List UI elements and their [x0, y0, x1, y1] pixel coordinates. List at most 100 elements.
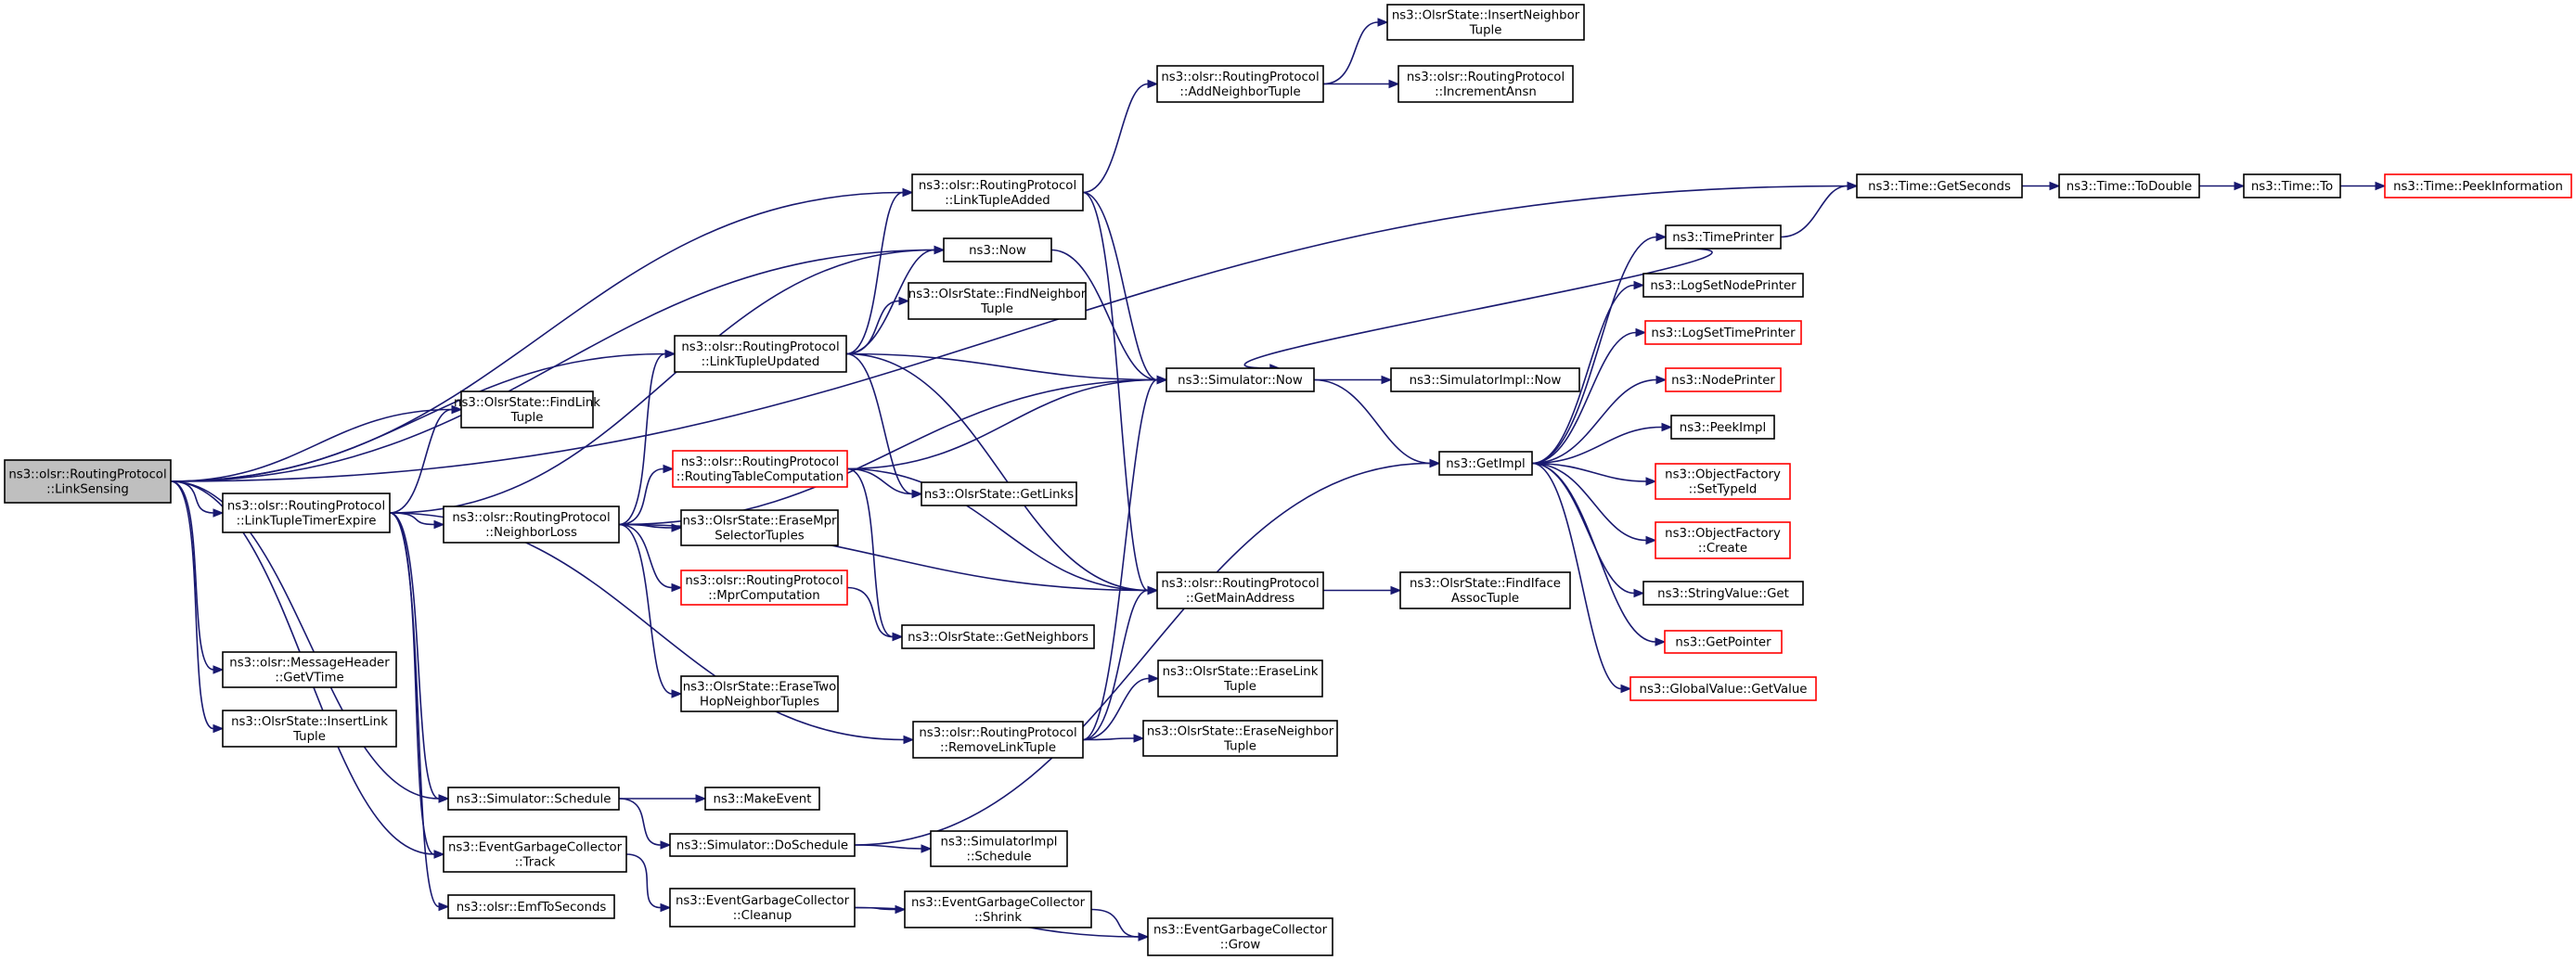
edge-mprComputation-to-getNeighbors — [846, 586, 904, 642]
edge-line — [618, 467, 664, 526]
node-globalValueGetValue[interactable]: ns3::GlobalValue::GetValue — [1629, 676, 1817, 701]
node-routingTableComputation[interactable]: ns3::olsr::RoutingProtocol::RoutingTable… — [672, 450, 848, 488]
node-label-line: ns3::OlsrState::EraseLink — [1163, 665, 1319, 679]
edge-line — [389, 408, 453, 514]
node-box — [1655, 521, 1791, 559]
node-getNeighbors[interactable]: ns3::OlsrState::GetNeighbors — [901, 624, 1095, 649]
node-label-line: ns3::Time::To — [2251, 180, 2333, 194]
node-label-line: ::IncrementAnsn — [1435, 85, 1537, 99]
edge-arrowhead — [1633, 280, 1645, 290]
edge-neighborLoss-to-mprComputation — [618, 523, 683, 593]
node-label-line: ns3::olsr::RoutingProtocol — [1161, 577, 1319, 591]
node-box — [460, 390, 594, 429]
node-getPointer[interactable]: ns3::GetPointer — [1664, 630, 1783, 654]
node-egcGrow[interactable]: ns3::EventGarbageCollector::Grow — [1147, 917, 1333, 956]
node-peekInformation[interactable]: ns3::Time::PeekInformation — [2384, 173, 2572, 198]
node-getVTime[interactable]: ns3::olsr::MessageHeader::GetVTime — [222, 651, 397, 688]
node-removeLinkTuple[interactable]: ns3::olsr::RoutingProtocol::RemoveLinkTu… — [912, 721, 1084, 759]
node-timeTo[interactable]: ns3::Time::To — [2243, 173, 2341, 198]
edge-line — [1313, 378, 1431, 465]
node-label-line: ns3::GetPointer — [1675, 636, 1771, 650]
edge-arrowhead — [1156, 375, 1168, 385]
node-root[interactable]: ns3::olsr::RoutingProtocol::LinkSensing — [4, 459, 172, 504]
node-simImplSchedule[interactable]: ns3::SimulatorImpl::Schedule — [930, 830, 1068, 867]
node-box — [1642, 273, 1804, 298]
node-timeToDouble[interactable]: ns3::Time::ToDouble — [2058, 173, 2200, 198]
node-getMainAddress[interactable]: ns3::olsr::RoutingProtocol::GetMainAddre… — [1156, 571, 1324, 609]
node-egcShrink[interactable]: ns3::EventGarbageCollector::Shrink — [904, 890, 1092, 928]
node-logSetTimePrinter[interactable]: ns3::LogSetTimePrinter — [1644, 320, 1802, 345]
node-simSchedule[interactable]: ns3::Simulator::Schedule — [447, 787, 620, 811]
node-eraseTwoHop[interactable]: ns3::OlsrState::EraseTwoHopNeighborTuple… — [680, 675, 839, 712]
node-nodePrinter[interactable]: ns3::NodePrinter — [1665, 367, 1782, 392]
node-label-line: ns3::olsr::EmfToSeconds — [457, 901, 607, 915]
edge-arrowhead — [1138, 932, 1150, 941]
node-linkTupleUpdated[interactable]: ns3::olsr::RoutingProtocol::LinkTupleUpd… — [674, 335, 847, 373]
edge-arrowhead — [1645, 535, 1657, 545]
node-logSetNodePrinter[interactable]: ns3::LogSetNodePrinter — [1642, 273, 1804, 298]
edge-arrowhead — [663, 464, 675, 474]
node-simImplNow[interactable]: ns3::SimulatorImpl::Now — [1390, 367, 1580, 392]
edge-linkTupleAdded-to-getMainAddress — [1082, 191, 1159, 595]
node-label-line: ns3::ObjectFactory — [1665, 468, 1781, 482]
edge-neighborLoss-to-routingTableComputation — [618, 464, 675, 526]
edge-routingTableComputation-to-getLinks — [846, 467, 923, 499]
node-label-line: ns3::Now — [969, 244, 1026, 258]
edge-line — [170, 249, 935, 482]
node-timeGetSeconds[interactable]: ns3::Time::GetSeconds — [1856, 173, 2023, 198]
edge-line — [618, 523, 673, 695]
edge-linkTupleUpdated-to-getLinks — [845, 352, 923, 499]
node-getImpl[interactable]: ns3::GetImpl — [1438, 451, 1533, 476]
node-simNow[interactable]: ns3::Simulator::Now — [1166, 367, 1315, 392]
node-create[interactable]: ns3::ObjectFactory::Create — [1655, 521, 1791, 559]
edge-arrowhead — [921, 844, 933, 853]
node-peekImpl[interactable]: ns3::PeekImpl — [1670, 415, 1775, 440]
edge-arrowhead — [1148, 673, 1160, 684]
node-getLinks[interactable]: ns3::OlsrState::GetLinks — [921, 481, 1077, 506]
node-neighborLoss[interactable]: ns3::olsr::RoutingProtocol::NeighborLoss — [443, 506, 620, 544]
node-addNeighborTuple[interactable]: ns3::olsr::RoutingProtocol::AddNeighborT… — [1156, 65, 1324, 103]
node-linkTupleAdded[interactable]: ns3::olsr::RoutingProtocol::LinkTupleAdd… — [911, 173, 1084, 211]
node-label-line: ::Cleanup — [733, 909, 792, 923]
node-box — [704, 787, 820, 811]
node-box — [1664, 630, 1783, 654]
node-mprComputation[interactable]: ns3::olsr::RoutingProtocol::MprComputati… — [680, 570, 848, 606]
node-incrementAnsn[interactable]: ns3::olsr::RoutingProtocol::IncrementAns… — [1397, 65, 1574, 103]
edge-arrowhead — [1133, 734, 1145, 743]
edge-line — [389, 512, 440, 908]
node-setTypeId[interactable]: ns3::ObjectFactory::SetTypeId — [1655, 463, 1791, 500]
node-stringValueGet[interactable]: ns3::StringValue::Get — [1642, 581, 1804, 606]
node-emfToSeconds[interactable]: ns3::olsr::EmfToSeconds — [447, 894, 615, 919]
node-label-line: ns3::olsr::RoutingProtocol — [227, 500, 385, 514]
node-label-line: ns3::Time::ToDouble — [2067, 180, 2192, 194]
node-now[interactable]: ns3::Now — [943, 237, 1052, 262]
node-label-line: ::LinkTupleTimerExpire — [237, 515, 377, 529]
node-box — [1642, 581, 1804, 606]
node-makeEvent[interactable]: ns3::MakeEvent — [704, 787, 820, 811]
edge-simNow-to-simImplNow — [1313, 375, 1393, 385]
node-egcCleanup[interactable]: ns3::EventGarbageCollector::Cleanup — [669, 888, 856, 928]
node-linkTupleTimerExpire[interactable]: ns3::olsr::RoutingProtocol::LinkTupleTim… — [222, 493, 391, 533]
edge-arrowhead — [1620, 684, 1632, 694]
node-label-line: ns3::Simulator::Now — [1178, 374, 1303, 388]
node-label-line: ns3::OlsrState::FindNeighbor — [908, 288, 1087, 301]
edge-line — [1082, 378, 1158, 741]
node-doSchedule[interactable]: ns3::Simulator::DoSchedule — [669, 833, 856, 857]
edge-addNeighborTuple-to-insertNeighborTuple — [1322, 18, 1389, 85]
edge-egcShrink-to-egcGrow — [1090, 908, 1150, 941]
node-timePrinter[interactable]: ns3::TimePrinter — [1665, 224, 1782, 250]
edge-line — [1531, 331, 1637, 465]
edge-line — [170, 480, 440, 800]
edge-timePrinter-to-simNow — [1243, 248, 1713, 373]
edge-doSchedule-to-simImplSchedule — [854, 844, 933, 853]
edge-line — [1322, 21, 1379, 85]
node-egcTrack[interactable]: ns3::EventGarbageCollector::Track — [443, 836, 627, 873]
